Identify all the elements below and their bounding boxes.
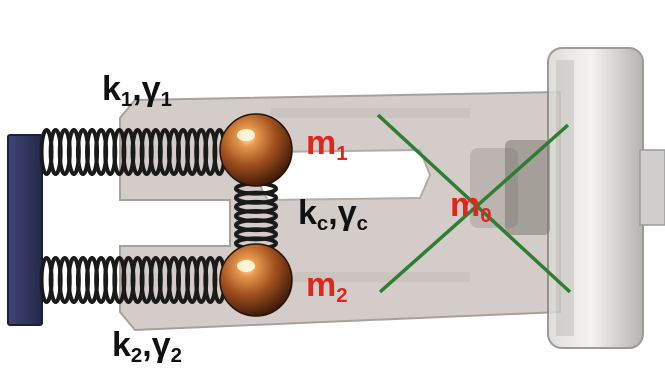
mass-m1-label: m1 bbox=[306, 126, 348, 160]
fixed-wall bbox=[8, 135, 42, 325]
mass-m2-label: m2 bbox=[306, 268, 348, 302]
spring-k1 bbox=[42, 130, 225, 174]
mass-m2-ball bbox=[220, 244, 292, 316]
spring-k1-label: k1,γ1 bbox=[102, 72, 172, 106]
spring-k2 bbox=[42, 258, 225, 302]
mass-m1-ball bbox=[220, 114, 292, 186]
mass-m0-label: m0 bbox=[450, 188, 492, 222]
spring-k2-label: k2,γ2 bbox=[112, 328, 182, 362]
spring-kc-label: kc,γc bbox=[298, 196, 368, 230]
